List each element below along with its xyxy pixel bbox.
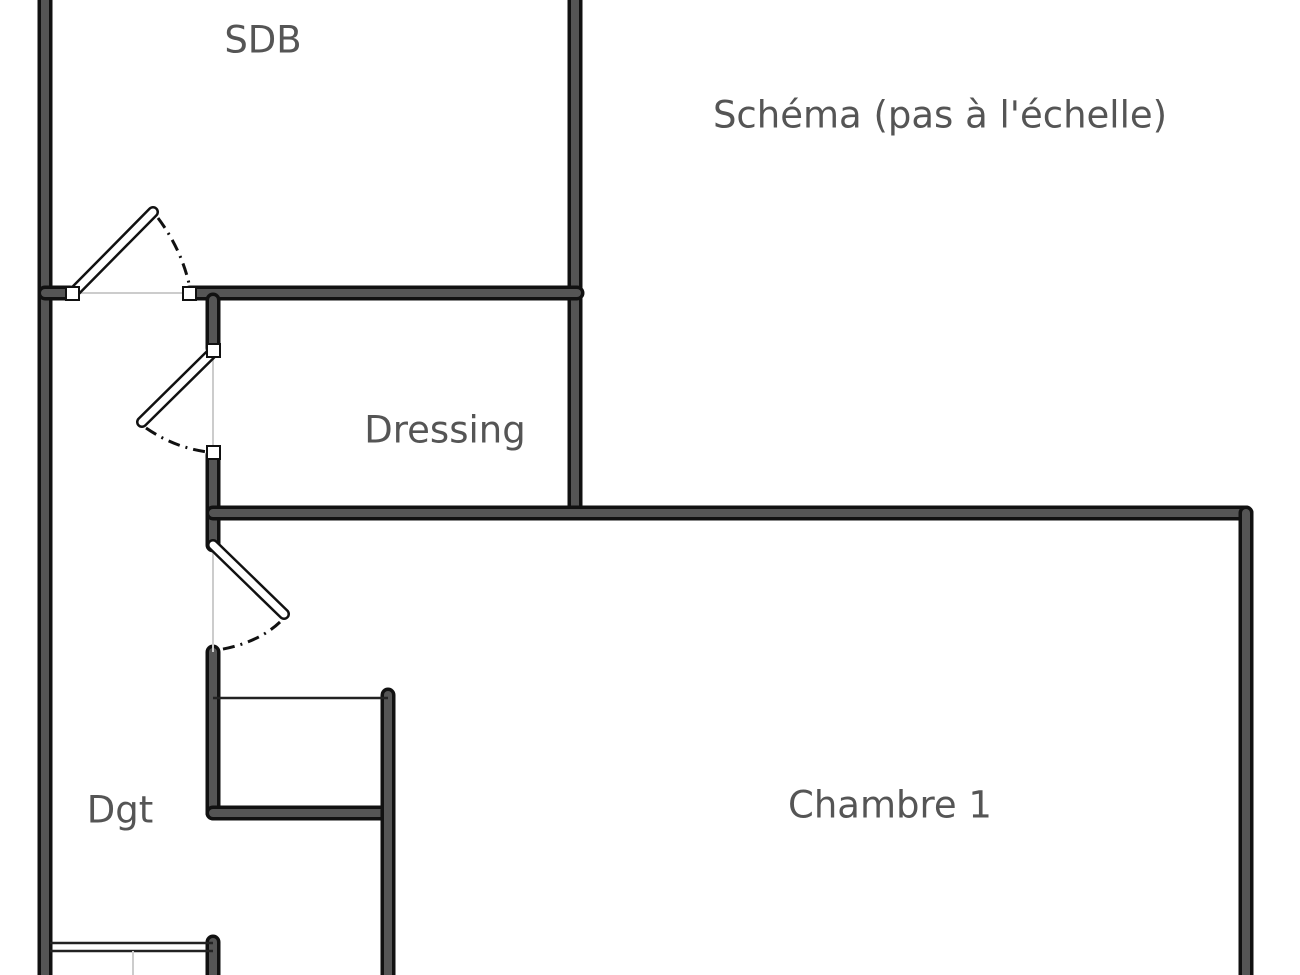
room-label-dgt: Dgt [86,788,154,832]
room-label-dressing: Dressing [364,408,526,452]
door-chambre [207,539,290,652]
diagram-title: Schéma (pas à l'échelle) [712,93,1168,137]
door-sdb [65,206,197,301]
room-label-sdb: SDB [224,18,302,62]
room-label-chambre: Chambre 1 [788,783,992,827]
door-dressing [136,343,221,460]
walls [37,0,1254,975]
